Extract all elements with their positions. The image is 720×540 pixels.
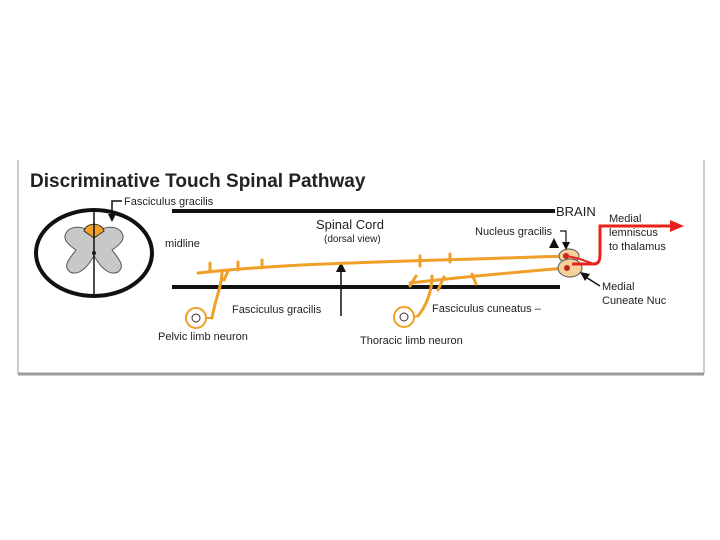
thoracic-neuron-axon [413, 315, 419, 318]
diagram-title: Discriminative Touch Spinal Pathway [30, 171, 366, 192]
label-dorsal-view: (dorsal view) [324, 234, 381, 245]
pelvic-neuron-nucleus [191, 313, 201, 323]
gracilis-branch-2 [222, 269, 230, 282]
fasciculus-gracilis-fiber [196, 254, 568, 275]
label-fasciculus-gracilis-bottom: Fasciculus gracilis [232, 304, 322, 316]
label-midline: midline [165, 238, 200, 250]
thoracic-limb-neuron [393, 306, 419, 328]
spinal-cord-cross-section [34, 208, 154, 298]
label-medial-lemniscus-2: lemniscus [609, 227, 658, 239]
medial-lemniscus-arrowhead [670, 220, 684, 232]
cuneatus-branch-1 [408, 274, 418, 288]
pelvic-limb-neuron [185, 307, 212, 329]
label-pelvic-limb-neuron: Pelvic limb neuron [158, 331, 248, 343]
medial-cuneate-pointer-arrowhead [580, 272, 590, 281]
label-brain: BRAIN [556, 204, 596, 219]
fasciculus-gracilis-pointer-arrowhead [108, 214, 116, 222]
midline-arrow-head [336, 262, 346, 272]
label-fasciculus-cuneatus: Fasciculus cuneatus – [432, 303, 542, 315]
fasciculus-gracilis-pointer [111, 200, 122, 216]
cord-right-arrow-head [549, 238, 559, 248]
label-medial-cuneate-1: Medial [602, 281, 634, 293]
nucleus-gracilis-cell [563, 253, 569, 259]
label-thoracic-limb-neuron: Thoracic limb neuron [360, 335, 463, 347]
nucleus-gracilis-pointer [560, 230, 567, 244]
label-fasciculus-gracilis-top: Fasciculus gracilis [124, 196, 214, 208]
label-medial-lemniscus-3: to thalamus [609, 241, 666, 253]
gracilis-root [210, 270, 224, 320]
nucleus-gracilis-pointer-arrowhead [562, 242, 570, 250]
cuneatus-branch-3 [436, 275, 446, 292]
cuneate-cell [564, 265, 570, 271]
label-medial-cuneate-2: Cuneate Nuc [602, 295, 667, 307]
label-spinal-cord: Spinal Cord [316, 217, 384, 232]
medial-lemniscus-path [572, 224, 672, 266]
fasciculus-cuneatus-fiber [408, 266, 568, 285]
ascending-fibers [196, 252, 568, 320]
thoracic-neuron-nucleus [399, 312, 409, 322]
label-medial-lemniscus-1: Medial [609, 213, 641, 225]
lemniscus-crossing [565, 255, 595, 265]
cuneatus-root [416, 274, 434, 318]
cuneatus-branch-5 [470, 272, 478, 286]
label-nucleus-gracilis: Nucleus gracilis [475, 226, 553, 238]
